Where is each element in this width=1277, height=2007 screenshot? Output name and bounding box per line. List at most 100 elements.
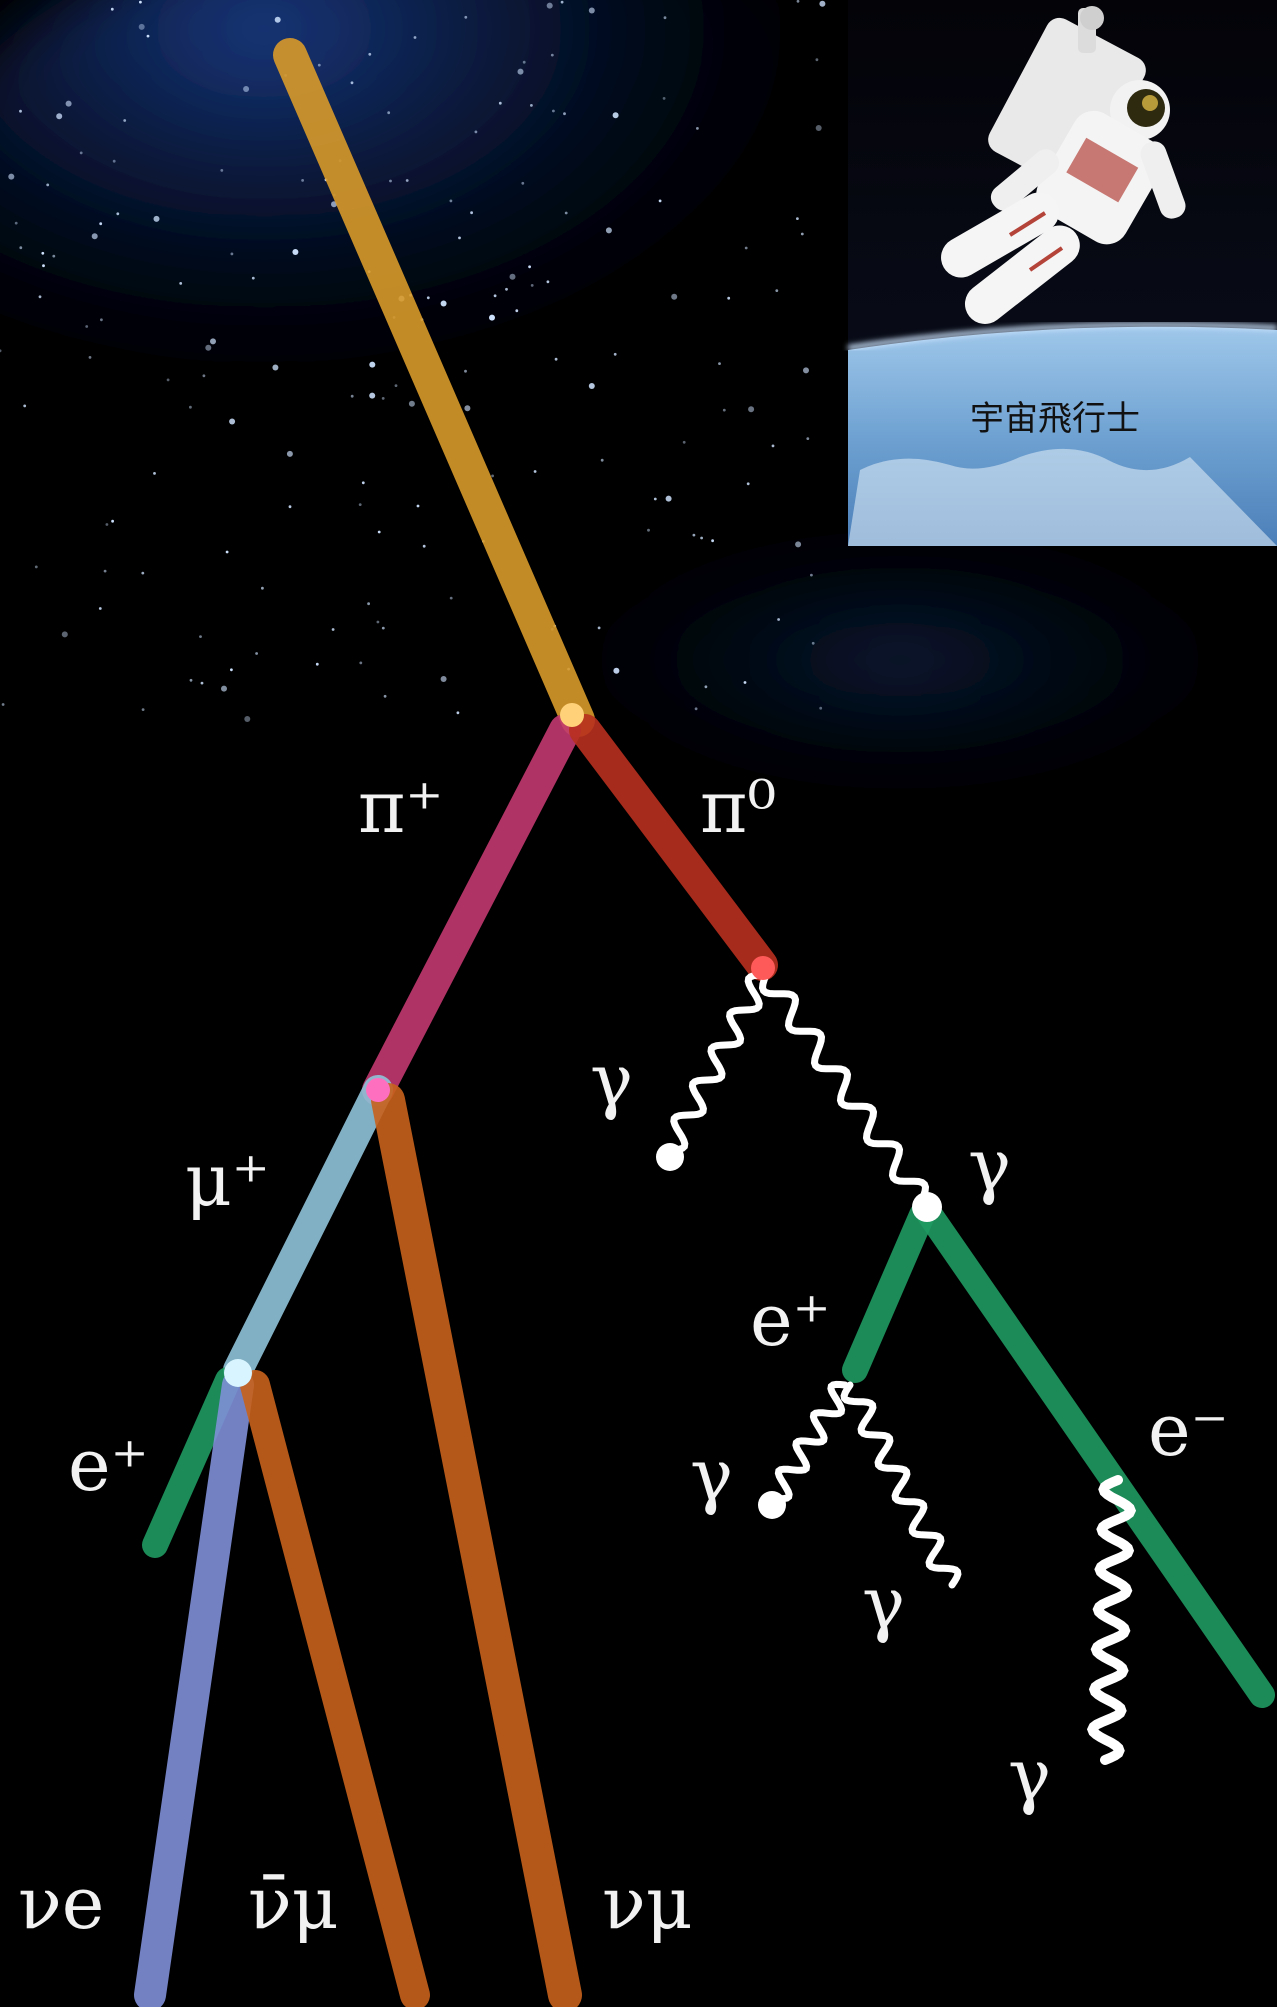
- star: [563, 112, 566, 116]
- primary-vertex: [560, 703, 584, 727]
- star: [613, 352, 617, 356]
- star: [153, 215, 160, 222]
- star: [315, 662, 319, 666]
- star: [426, 296, 430, 300]
- photon-wavy-3: [771, 1380, 849, 1503]
- star: [123, 119, 127, 122]
- star: [358, 503, 362, 506]
- star: [413, 36, 417, 39]
- label-gamma-2: γ: [968, 1123, 1011, 1207]
- star: [658, 199, 662, 203]
- star: [522, 60, 526, 64]
- star: [359, 661, 363, 665]
- particle-labels: π⁺ π⁰ γ γ μ⁺ e⁺ e⁺ γ e⁻ γ γ νe ν̄μ νμ: [18, 765, 1229, 1945]
- label-e-minus: e⁻: [1148, 1388, 1229, 1472]
- star: [243, 86, 250, 92]
- star: [350, 81, 354, 85]
- star: [331, 628, 335, 631]
- star: [42, 264, 45, 268]
- photon-wavy-1: [666, 971, 767, 1154]
- muon-plus-track: [223, 1075, 393, 1385]
- star: [103, 569, 107, 573]
- star: [663, 16, 667, 20]
- star: [600, 458, 604, 462]
- star: [225, 550, 229, 554]
- star: [815, 58, 819, 62]
- nu-e-track: [134, 1369, 254, 2007]
- star: [199, 635, 202, 638]
- star: [221, 685, 227, 692]
- star: [533, 470, 537, 473]
- star: [153, 472, 156, 475]
- label-mu-plus: μ⁺: [185, 1138, 270, 1222]
- star: [489, 314, 495, 321]
- astronaut-inset: 宇宙飛行士: [847, 0, 1277, 546]
- photon-lines: [666, 971, 1137, 1765]
- star: [647, 528, 650, 532]
- star: [464, 15, 468, 19]
- photon-wavy-2: [758, 971, 930, 1204]
- star: [210, 338, 216, 345]
- star: [52, 254, 56, 258]
- star: [110, 7, 114, 11]
- star: [205, 344, 212, 351]
- star: [350, 394, 354, 398]
- star: [288, 505, 292, 509]
- star: [748, 406, 755, 413]
- star: [560, 0, 564, 4]
- star: [244, 716, 251, 722]
- particle-tracks: [134, 38, 1275, 2007]
- star: [146, 34, 150, 38]
- star: [367, 602, 370, 606]
- star: [554, 357, 558, 361]
- star: [56, 113, 63, 120]
- star: [440, 300, 447, 307]
- star: [815, 125, 822, 131]
- star: [79, 151, 83, 155]
- star: [528, 265, 531, 269]
- star: [458, 236, 461, 240]
- star: [189, 405, 192, 409]
- star: [819, 0, 826, 7]
- label-nu-mu-bar: ν̄μ: [248, 1861, 339, 1945]
- star: [274, 16, 281, 23]
- star: [202, 374, 206, 378]
- star: [546, 280, 550, 284]
- star: [800, 232, 804, 236]
- star: [34, 565, 38, 569]
- star: [653, 497, 657, 501]
- star: [671, 293, 678, 300]
- star: [286, 450, 293, 457]
- pi-zero-decay-vertex: [751, 956, 775, 980]
- star: [98, 607, 102, 610]
- star: [746, 482, 750, 486]
- star: [665, 495, 672, 502]
- earth-clouds: [848, 448, 1277, 546]
- star: [65, 100, 72, 107]
- star: [493, 294, 497, 298]
- star: [552, 109, 555, 113]
- star: [440, 676, 447, 682]
- star: [8, 173, 15, 180]
- star: [810, 573, 813, 577]
- photon-wavy-4: [840, 1381, 962, 1589]
- star: [19, 109, 22, 113]
- star: [449, 596, 453, 600]
- star: [230, 668, 233, 672]
- label-nu-e: νe: [18, 1861, 104, 1945]
- star: [517, 68, 524, 75]
- star: [550, 53, 554, 57]
- star: [1, 703, 5, 706]
- star: [394, 384, 398, 387]
- star: [317, 63, 321, 67]
- star: [38, 295, 42, 299]
- pi-zero-track: [569, 714, 778, 981]
- star: [588, 383, 595, 389]
- primary-cosmic-ray-track: [273, 38, 595, 737]
- label-e-plus-right: e⁺: [750, 1278, 831, 1362]
- star: [530, 284, 534, 287]
- star: [771, 444, 775, 448]
- star: [272, 364, 279, 371]
- star: [474, 130, 478, 134]
